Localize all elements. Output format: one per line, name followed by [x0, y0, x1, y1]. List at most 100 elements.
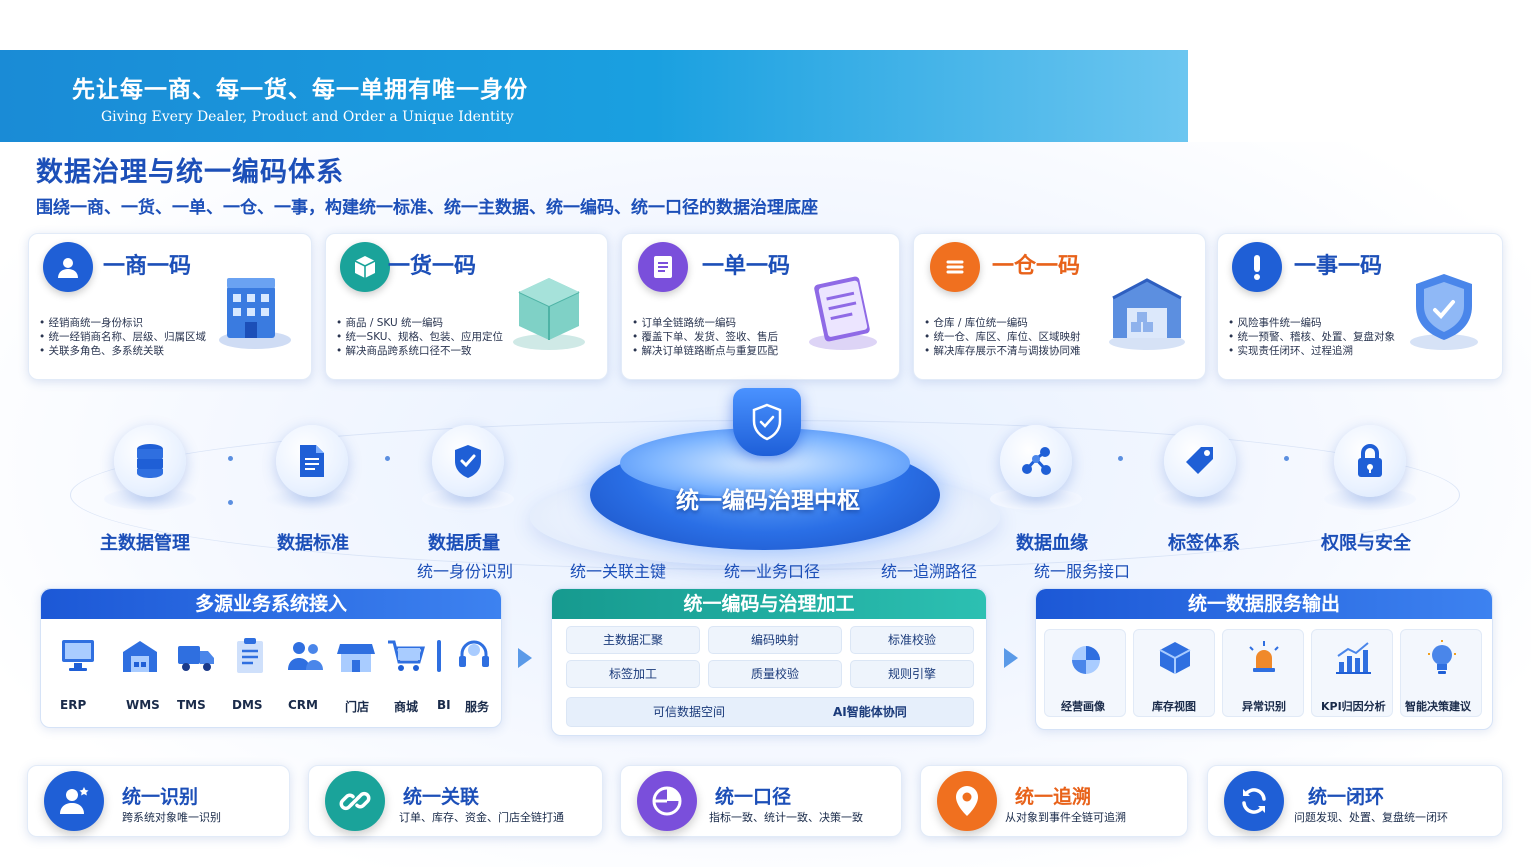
hub-title: 统一编码治理中枢 [676, 488, 860, 514]
card-product-code: 一货一码 商品 / SKU 统一编码 统一SKU、规格、包装、应用定位 解决商品… [325, 233, 608, 380]
database-icon [137, 444, 163, 478]
unify-title: 统一关联 [403, 786, 480, 808]
node-base [1324, 488, 1416, 510]
unify-card-identify: 统一识别 跨系统对象唯一识别 [27, 765, 290, 837]
lock-icon [1358, 444, 1382, 477]
node-label: 标签体系 [1168, 533, 1240, 554]
list-item: 统一仓、库区、库位、区域映射 [924, 330, 1081, 344]
list-item: 实现责任闭环、过程追溯 [1228, 344, 1395, 358]
banner-title: 先让每一商、每一货、每一单拥有唯一身份 [72, 76, 528, 103]
flow-arrow [518, 648, 532, 668]
list-item: 经销商统一身份标识 [39, 316, 206, 330]
process-cell: 标签加工 [566, 660, 700, 688]
cube-icon [1159, 642, 1191, 674]
output-label: KPI归因分析 [1321, 700, 1386, 713]
hub-pill: 统一服务接口 [1034, 562, 1131, 581]
list-item: 仓库 / 库位统一编码 [924, 316, 1081, 330]
unify-desc: 从对象到事件全链可追溯 [1005, 811, 1126, 824]
link-icon [325, 771, 385, 831]
list-item: 解决商品跨系统口径不一致 [336, 344, 503, 358]
source-label: 服务 [465, 700, 490, 714]
node-data-quality [432, 425, 504, 497]
hub-pill: 统一追溯路径 [881, 562, 978, 581]
card-feature-list: 风险事件统一编码 统一预警、稽核、处置、复盘对象 实现责任闭环、过程追溯 [1228, 316, 1396, 358]
unify-card-trace: 统一追溯 从对象到事件全链可追溯 [920, 765, 1188, 837]
box-icon [340, 242, 390, 292]
card-title: 一单一码 [702, 254, 791, 279]
unify-card-link: 统一关联 订单、库存、资金、门店全链打通 [308, 765, 603, 837]
unify-title: 统一追溯 [1015, 786, 1092, 808]
footer-label: 可信数据空间 [653, 705, 726, 719]
card-warehouse-code: 一仓一码 仓库 / 库位统一编码 统一仓、库区、库位、区域映射 解决库存展示不清… [913, 233, 1206, 380]
card-feature-list: 仓库 / 库位统一编码 统一仓、库区、库位、区域映射 解决库存展示不清与调拨协同… [924, 316, 1081, 358]
source-label: BI [437, 698, 451, 712]
warehouse-icon [123, 641, 157, 672]
people-icon [288, 642, 323, 670]
node-base [1154, 488, 1246, 510]
unify-title: 统一闭环 [1308, 786, 1385, 808]
location-icon [937, 771, 997, 831]
hub-pill: 统一业务口径 [724, 562, 821, 581]
panel-title: 统一数据服务输出 [1036, 589, 1492, 619]
connector-dot [1118, 456, 1123, 461]
pie-icon [637, 771, 697, 831]
unify-title: 统一识别 [122, 786, 199, 808]
source-label: DMS [232, 698, 263, 712]
card-feature-list: 订单全链路统一编码 覆盖下单、发货、签收、售后 解决订单链路断点与重复匹配 [632, 316, 779, 358]
node-data-lineage [1000, 425, 1072, 497]
panel-processing: 统一编码与治理加工 主数据汇聚 编码映射 标准校验 标签加工 质量校验 规则引擎… [551, 588, 987, 736]
list-item: 统一SKU、规格、包装、应用定位 [336, 330, 503, 344]
list-item: 订单全链路统一编码 [632, 316, 778, 330]
unify-desc: 订单、库存、资金、门店全链打通 [399, 811, 564, 824]
connector-dot [385, 456, 390, 461]
output-label: 智能决策建议 [1405, 700, 1471, 713]
package-icon [513, 278, 585, 350]
panel-source-systems: 多源业务系统接入 [40, 588, 502, 728]
monitor-icon [62, 640, 94, 671]
list-item: 商品 / SKU 统一编码 [336, 316, 503, 330]
headset-icon [459, 640, 489, 667]
list-icon [930, 242, 980, 292]
source-label: 商城 [394, 700, 419, 714]
process-cell: 主数据汇聚 [566, 626, 700, 654]
user-icon [43, 242, 93, 292]
node-label: 数据标准 [277, 533, 349, 554]
banner-subtitle: Giving Every Dealer, Product and Order a… [101, 109, 514, 125]
connector-dot [228, 456, 233, 461]
node-label: 数据血缘 [1016, 533, 1088, 554]
card-title: 一仓一码 [992, 254, 1081, 279]
connector-dot [228, 500, 233, 505]
process-cell: 质量校验 [708, 660, 842, 688]
process-cell: 编码映射 [708, 626, 842, 654]
building-icon [219, 278, 291, 349]
clipboard-icon [237, 638, 263, 673]
hub-pill: 统一身份识别 [417, 562, 514, 581]
card-title: 一商一码 [103, 254, 192, 279]
process-footer: 可信数据空间 AI智能体协同 [566, 697, 974, 727]
node-tag-system [1164, 425, 1236, 497]
source-label: WMS [126, 698, 160, 712]
connector-dot [1284, 456, 1289, 461]
node-base [266, 488, 358, 510]
list-item: 风险事件统一编码 [1228, 316, 1395, 330]
node-base [422, 488, 514, 510]
truck-icon [178, 646, 214, 671]
output-cell [1311, 629, 1393, 717]
list-item: 解决库存展示不清与调拨协同难 [924, 344, 1081, 358]
node-base [104, 488, 196, 510]
process-cell: 标准校验 [850, 626, 974, 654]
node-base [990, 488, 1082, 510]
list-item: 覆盖下单、发货、签收、售后 [632, 330, 779, 344]
card-feature-list: 商品 / SKU 统一编码 统一SKU、规格、包装、应用定位 解决商品跨系统口径… [336, 316, 503, 358]
card-event-code: 一事一码 风险事件统一编码 统一预警、稽核、处置、复盘对象 实现责任闭环、过程追… [1217, 233, 1503, 380]
node-master-data [114, 425, 186, 497]
node-label: 权限与安全 [1321, 533, 1411, 554]
hub-pill: 统一关联主键 [570, 562, 667, 581]
output-label: 库存视图 [1152, 700, 1196, 713]
file-icon [300, 445, 324, 477]
alarm-icon [1249, 641, 1279, 672]
bulb-icon [1428, 640, 1456, 674]
list-item: 关联多角色、多系统关联 [39, 344, 206, 358]
clipboard-icon [809, 276, 877, 350]
shield-check-icon [733, 388, 801, 456]
